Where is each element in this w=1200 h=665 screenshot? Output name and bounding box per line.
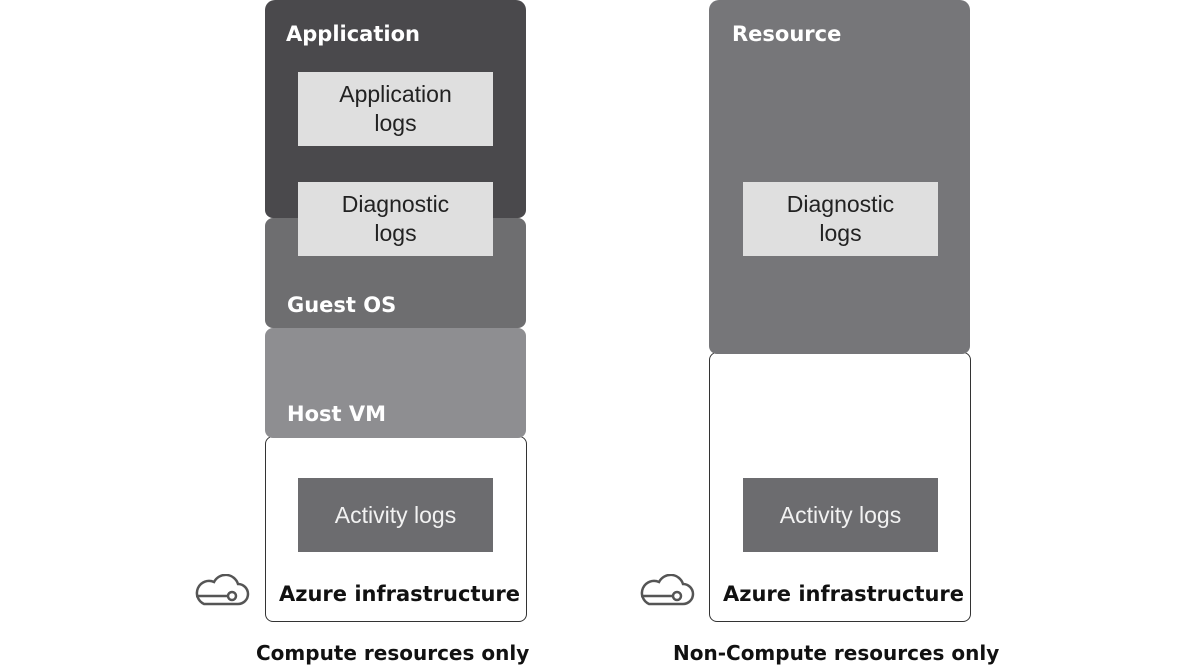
resource-title: Resource — [732, 22, 842, 46]
noncompute-azure-title: Azure infrastructure — [723, 582, 965, 606]
compute-diagnostic-logs: Diagnostic logs — [298, 182, 493, 256]
noncompute-activity-logs: Activity logs — [743, 478, 938, 552]
resource-layer — [709, 0, 970, 354]
application-logs: Application logs — [298, 72, 493, 146]
application-title: Application — [286, 22, 420, 46]
guest-os-title: Guest OS — [287, 293, 397, 317]
cloud-icon — [640, 574, 695, 606]
compute-diagnostic-logs-label: Diagnostic logs — [341, 191, 450, 246]
noncompute-activity-logs-label: Activity logs — [779, 501, 902, 528]
noncompute-diagnostic-logs: Diagnostic logs — [743, 182, 938, 256]
compute-activity-logs-label: Activity logs — [334, 501, 457, 528]
host-vm-title: Host VM — [287, 402, 387, 426]
compute-activity-logs: Activity logs — [298, 478, 493, 552]
compute-azure-title: Azure infrastructure — [279, 582, 521, 606]
noncompute-diagnostic-logs-label: Diagnostic logs — [786, 191, 895, 246]
cloud-icon — [195, 574, 250, 606]
compute-caption: Compute resources only — [256, 641, 530, 665]
application-logs-label: Application logs — [339, 81, 452, 136]
noncompute-caption: Non-Compute resources only — [673, 641, 1000, 665]
host-vm-layer — [265, 328, 526, 438]
